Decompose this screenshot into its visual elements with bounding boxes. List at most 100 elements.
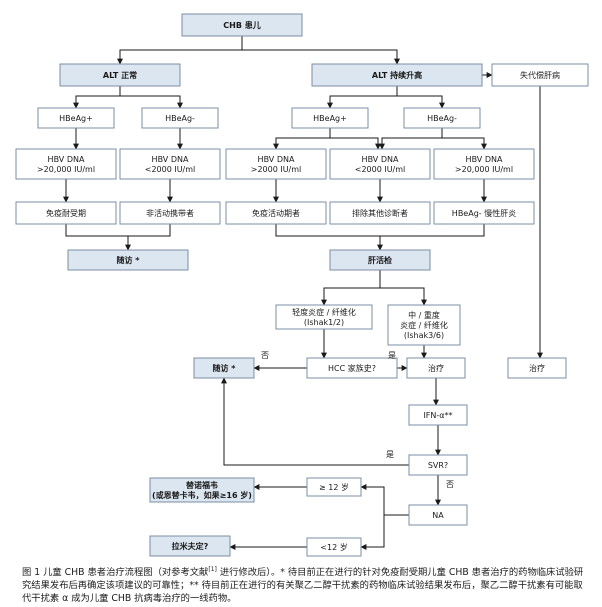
connector-10 (330, 137, 381, 150)
node-box (119, 201, 221, 225)
node-box (329, 201, 431, 225)
node-label: HBV DNA (152, 155, 189, 164)
node-box (406, 357, 466, 379)
node-label: (或恩替卡韦，如果≥16 岁) (152, 490, 252, 500)
node-followup1: 随访 * (67, 249, 189, 271)
node-box (275, 304, 373, 330)
node-label: (Ishak3/6) (404, 331, 444, 340)
edge-label-no-hcc: 否 (261, 351, 269, 360)
node-box (119, 148, 221, 180)
connector-31 (221, 377, 409, 466)
node-label: >20,000 IU/ml (455, 165, 513, 174)
node-dna5: HBV DNA>20,000 IU/ml (433, 148, 535, 180)
node-box (329, 148, 431, 180)
node-box (141, 107, 219, 129)
node-label: HBeAg+ (313, 114, 347, 123)
connector-0 (117, 36, 243, 65)
flowchart: CHB 患儿 ALT 正常 ALT 持续升高 失代偿肝病 HBeAg+ HBeAg- HBe… (15, 13, 589, 557)
node-label: <2000 IU/ml (355, 165, 406, 174)
node-hbeag-pos-l: HBeAg+ (37, 107, 115, 129)
node-box (225, 148, 327, 180)
node-box (193, 357, 255, 379)
caption-reference: [1] (208, 566, 217, 573)
node-treat2: 治疗 (507, 357, 567, 379)
node-label: 治疗 (428, 363, 444, 373)
node-tenofovir: 替诺福韦(或恩替卡韦，如果≥16 岁) (149, 477, 255, 503)
node-box (306, 477, 362, 497)
connector-5 (327, 86, 398, 109)
node-box (15, 148, 117, 180)
node-hbeag-neg-l: HBeAg- (141, 107, 219, 129)
node-box (149, 535, 231, 557)
node-label: HBV DNA (466, 155, 503, 164)
connector-23 (380, 287, 427, 306)
node-alt-normal: ALT 正常 (59, 63, 181, 87)
connector-11 (379, 128, 443, 150)
node-chb: CHB 患儿 (181, 13, 303, 37)
node-label: <12 岁 (320, 542, 347, 552)
node-label: HCC 家族史? (328, 363, 376, 373)
node-label: 炎症 / 纤维化 (400, 320, 448, 330)
connector-12 (442, 137, 487, 150)
node-box (15, 201, 117, 225)
node-label: HBeAg+ (59, 114, 93, 123)
node-decomp: 失代偿肝病 (491, 63, 589, 87)
node-box (306, 537, 362, 557)
node-label: >2000 IU/ml (251, 165, 302, 174)
node-label: 排除其他诊断者 (352, 208, 408, 218)
node-label: HBV DNA (362, 155, 399, 164)
node-label: 免疫活动期者 (252, 208, 300, 218)
node-dna2: HBV DNA<2000 IU/ml (119, 148, 221, 180)
node-label: 随访 * (117, 255, 141, 265)
node-dna4: HBV DNA<2000 IU/ml (329, 148, 431, 180)
node-label: ALT 正常 (103, 70, 137, 80)
node-label: SVR? (428, 461, 448, 470)
node-label: HBeAg- 慢性肝炎 (452, 208, 516, 218)
node-label: HBV DNA (258, 155, 295, 164)
node-box (306, 357, 398, 379)
connector-20 (275, 224, 485, 237)
node-box (433, 148, 535, 180)
node-label: <2000 IU/ml (145, 165, 196, 174)
node-biopsy: 肝活检 (329, 249, 431, 271)
node-box (291, 107, 369, 129)
node-box (408, 454, 468, 476)
node-box (181, 13, 303, 37)
edge-label-yes-hcc: 是 (388, 351, 396, 360)
connector-1 (242, 49, 400, 65)
node-ifn: IFN-α** (408, 404, 468, 426)
node-box (149, 477, 255, 503)
node-hbeag-neg-r: HBeAg- (403, 107, 481, 129)
node-label: ALT 持续升高 (372, 70, 422, 80)
node-label: CHB 患儿 (223, 20, 260, 30)
node-box (491, 63, 589, 87)
node-box (433, 201, 535, 225)
node-box (387, 304, 461, 346)
node-na: NA (408, 504, 468, 526)
node-alt-high: ALT 持续升高 (311, 63, 483, 87)
node-lt12: <12 岁 (306, 537, 362, 557)
node-box (408, 404, 468, 426)
connector-34 (360, 515, 385, 550)
node-box (225, 201, 327, 225)
node-box (37, 107, 115, 129)
node-svr: SVR? (408, 454, 468, 476)
caption-body: 进行修改后）。* 待目前正在进行的针对免疫耐受期儿童 CHB 患者治疗的药物临床… (22, 567, 584, 605)
node-label: 替诺福韦 (186, 480, 218, 490)
node-lamivudine: 拉米夫定? (149, 535, 231, 557)
node-hbeag-neg-hep: HBeAg- 慢性肝炎 (433, 201, 535, 225)
node-box (408, 504, 468, 526)
node-label: NA (432, 511, 444, 520)
node-immune-act: 免疫活动期者 (225, 201, 327, 225)
node-hcc: HCC 家族史? (306, 357, 398, 379)
node-label: IFN-α** (423, 411, 452, 420)
node-label: 失代偿肝病 (520, 70, 560, 80)
node-mild: 轻度炎症 / 纤维化(Ishak1/2) (275, 304, 373, 330)
edge-labels: 否 是 是 否 (261, 351, 454, 489)
node-inactive: 非活动携带者 (119, 201, 221, 225)
node-box (507, 357, 567, 379)
caption-lead: 图 1 儿童 CHB 患者治疗流程图（对参考文献 (22, 567, 209, 579)
connector-3 (73, 86, 121, 109)
node-box (329, 249, 431, 271)
